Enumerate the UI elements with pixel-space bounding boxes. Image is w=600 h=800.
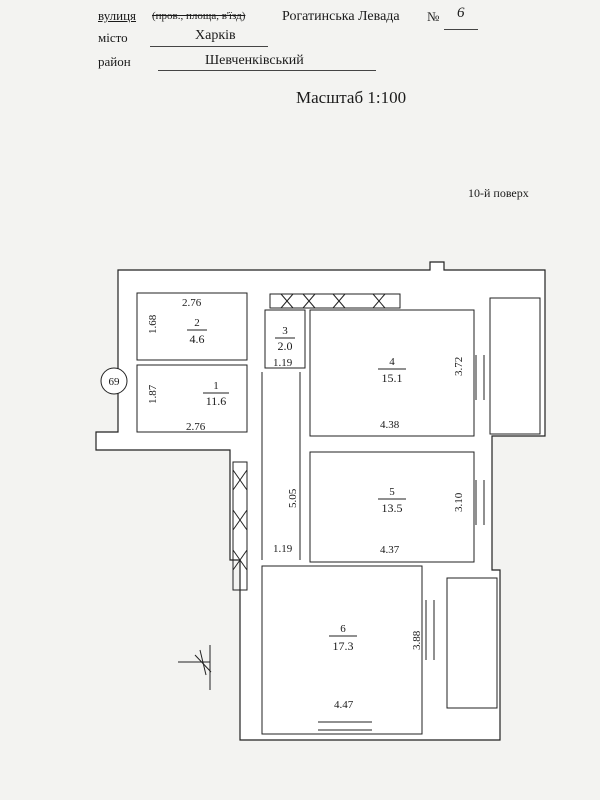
- scale-title: Масштаб 1:100: [296, 88, 407, 107]
- room-2-number: 2: [194, 317, 200, 329]
- exterior-wall: [95, 261, 546, 741]
- dim-corridor-length: 5.05: [287, 488, 299, 508]
- dim-r2-side: 1.68: [147, 314, 159, 334]
- number-value: 6: [457, 5, 465, 21]
- number-underline: [444, 29, 478, 30]
- street-label: вулиця: [98, 8, 137, 23]
- number-label: №: [427, 9, 440, 24]
- floor-label: 10-й поверх: [468, 186, 529, 200]
- room-3-area: 2.0: [278, 339, 293, 353]
- marker-circle: [100, 367, 128, 395]
- room-5-area: 13.5: [382, 501, 403, 515]
- room-1-number: 1: [213, 380, 219, 392]
- room-1-area: 11.6: [206, 394, 227, 408]
- district-value: Шевченківський: [205, 53, 304, 68]
- dim-r6-width: 4.47: [334, 699, 354, 711]
- dim-r4-height: 3.72: [453, 357, 465, 376]
- interior-walls: [136, 292, 541, 735]
- room-5-number: 5: [389, 486, 395, 498]
- city-underline: [150, 46, 268, 47]
- room-6-area: 17.3: [333, 639, 354, 653]
- district-underline: [158, 70, 376, 71]
- marker-label: 69: [109, 376, 121, 388]
- dim-r4-width: 4.38: [380, 419, 400, 431]
- street-value: Рогатинська Левада: [282, 9, 400, 24]
- dim-r1-bottom: 2.76: [186, 421, 206, 433]
- dim-r6-height: 3.88: [411, 630, 423, 650]
- dim-r2-top: 2.76: [182, 297, 202, 309]
- dim-r5-height: 3.10: [453, 492, 465, 512]
- room-2-area: 4.6: [190, 332, 205, 346]
- city-value: Харків: [195, 28, 236, 43]
- street-type-note: (пров., площа, в'їзд): [152, 10, 246, 22]
- dim-r1-side: 1.87: [147, 384, 159, 404]
- room-6-number: 6: [340, 623, 346, 635]
- room-4-area: 15.1: [382, 371, 403, 385]
- dim-r3-width: 1.19: [273, 357, 293, 369]
- room-4-number: 4: [389, 356, 395, 368]
- dim-corridor-bottom: 1.19: [273, 543, 293, 555]
- district-label: район: [98, 54, 131, 69]
- room-3-number: 3: [282, 325, 288, 337]
- city-label: місто: [98, 30, 128, 45]
- dim-r5-width: 4.37: [380, 544, 400, 556]
